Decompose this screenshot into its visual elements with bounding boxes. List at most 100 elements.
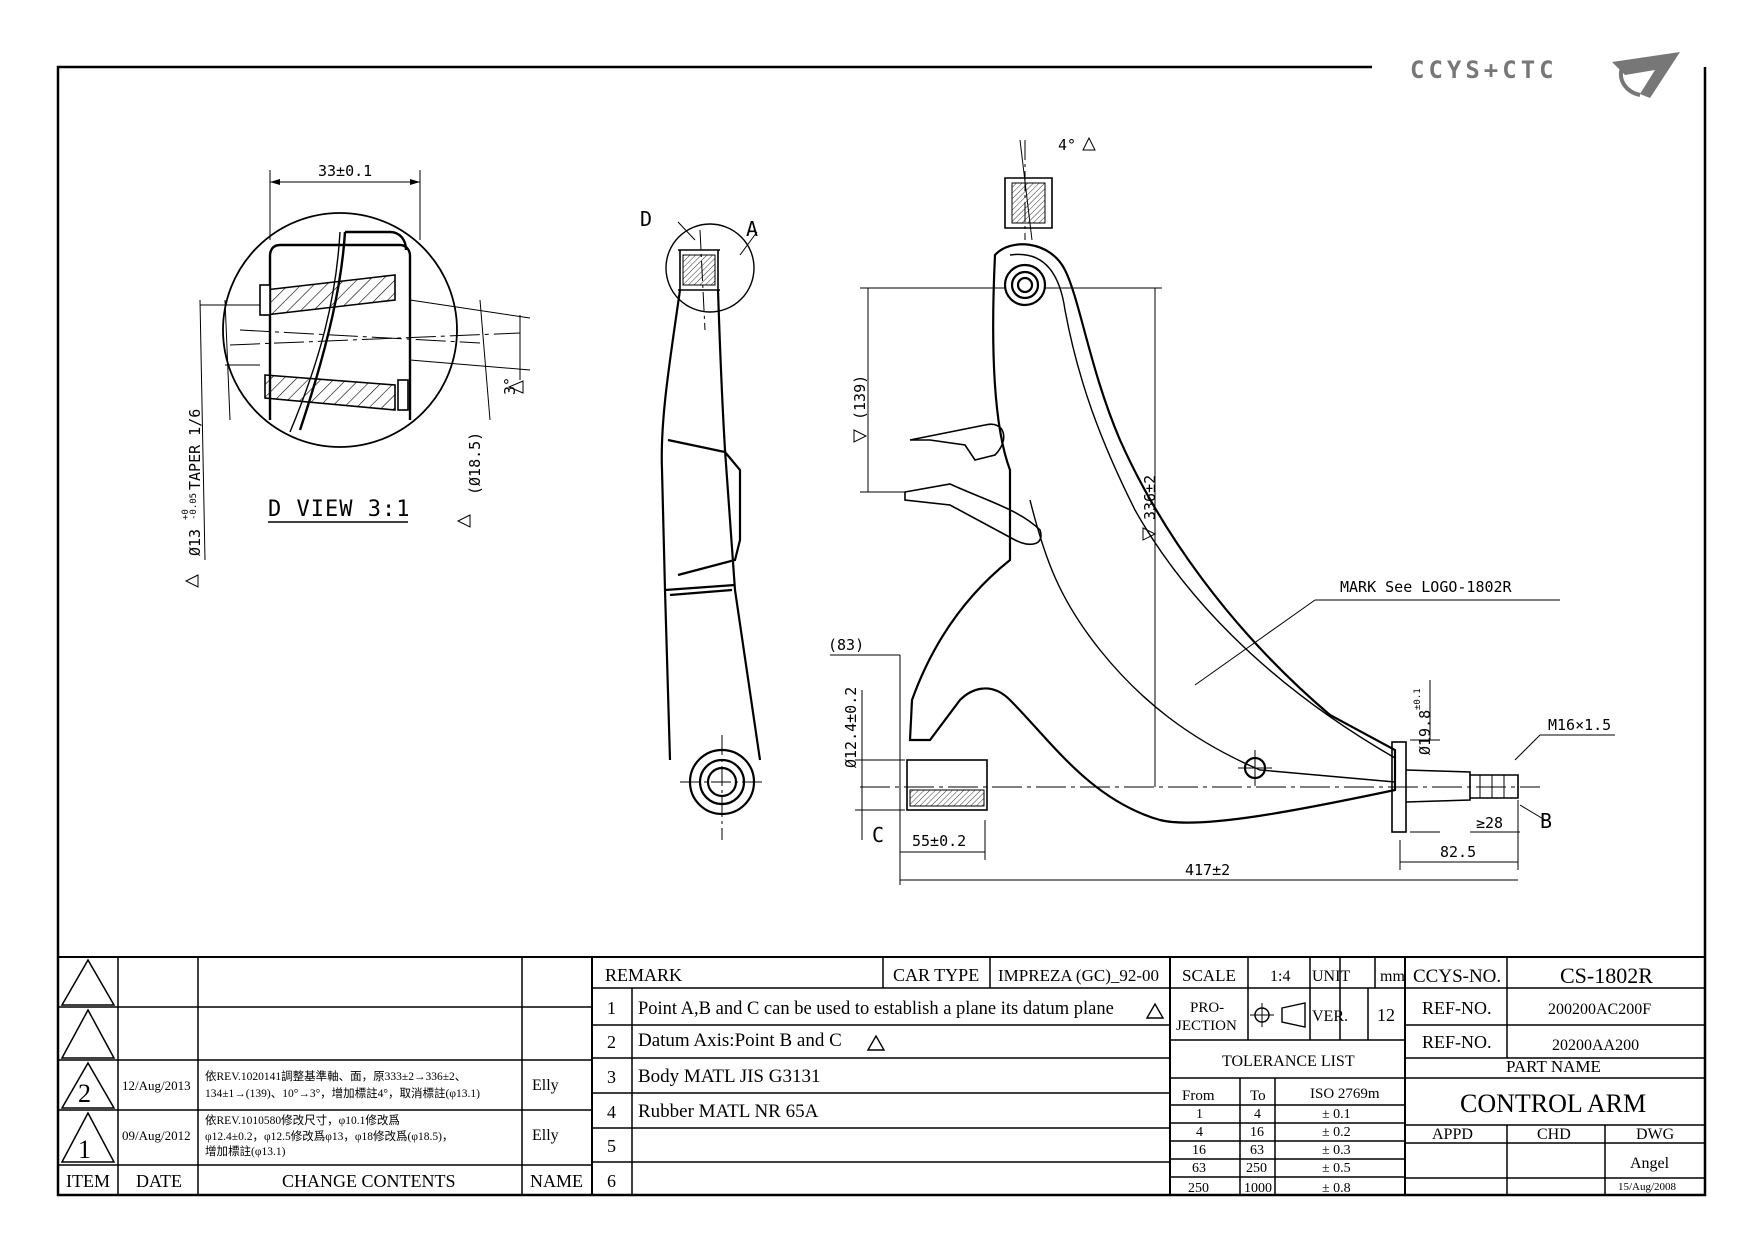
datum-triangle-icon bbox=[507, 380, 524, 394]
company-logo: CCYS+CTC bbox=[1410, 52, 1680, 98]
tol-to-4: 250 bbox=[1246, 1161, 1267, 1176]
rev-header-name: NAME bbox=[530, 1171, 583, 1191]
remark-no-2: 2 bbox=[607, 1032, 616, 1052]
tol-from-2: 4 bbox=[1196, 1125, 1203, 1140]
dim-taper-tol-lower: -0.05 bbox=[189, 493, 199, 520]
main-dimensions: 4° (139) 336±2 MARK See LOGO-1802R (83) … bbox=[828, 136, 1611, 879]
dim-taper-dia: Ø13 bbox=[186, 529, 204, 556]
dim-dia-18-5: (Ø18.5) bbox=[466, 432, 484, 495]
rev-header-date: DATE bbox=[136, 1171, 182, 1191]
datum-triangle-icon bbox=[184, 574, 199, 588]
datum-triangle-icon bbox=[1142, 527, 1157, 541]
datum-triangle-icon bbox=[866, 1034, 886, 1051]
car-type-value: IMPREZA (GC)_92-00 bbox=[998, 966, 1159, 985]
chd-label: CHD bbox=[1537, 1126, 1571, 1143]
detail-view-title: D VIEW 3:1 bbox=[268, 497, 410, 522]
tol-to-5: 1000 bbox=[1244, 1181, 1272, 1196]
unit-value: mm bbox=[1380, 968, 1405, 985]
rev-content-1-l3: 增加標註(φ13.1) bbox=[205, 1144, 286, 1158]
dim-33: 33±0.1 bbox=[318, 162, 372, 180]
label-d: D bbox=[640, 207, 652, 231]
rev-content-2-l2: 134±1→(139)、10°→3°，增加標註4°，取消標註(φ13.1) bbox=[205, 1086, 480, 1100]
datum-triangle-icon bbox=[1082, 136, 1096, 151]
projection-l1: PRO- bbox=[1190, 1000, 1224, 1016]
dim-taper-tol-upper: +0 bbox=[181, 509, 191, 520]
ccys-no: CS-1802R bbox=[1560, 963, 1653, 988]
side-view bbox=[660, 221, 765, 840]
datum-triangle-icon bbox=[456, 514, 471, 528]
dim-taper-text: TAPER 1/6 bbox=[186, 409, 204, 490]
ref2-value: 20200AA200 bbox=[1552, 1037, 1639, 1054]
unit-label: UNIT bbox=[1312, 968, 1350, 985]
dwg-label: DWG bbox=[1636, 1126, 1675, 1143]
rev-header-item: ITEM bbox=[66, 1171, 110, 1191]
ver-value: 12 bbox=[1377, 1005, 1395, 1025]
tol-from-5: 250 bbox=[1188, 1181, 1209, 1196]
sheet-border bbox=[56, 65, 1707, 1197]
remark-text-3: Body MATL JIS G3131 bbox=[638, 1066, 820, 1087]
dim-thread: M16×1.5 bbox=[1548, 716, 1611, 734]
projection-symbol-icon bbox=[1250, 1002, 1306, 1028]
mark-note: MARK See LOGO-1802R bbox=[1340, 578, 1513, 596]
remark-text-2: Datum Axis:Point B and C bbox=[638, 1030, 842, 1051]
part-name: CONTROL ARM bbox=[1460, 1089, 1646, 1118]
part-name-label: PART NAME bbox=[1506, 1057, 1601, 1076]
tol-to-2: 16 bbox=[1250, 1125, 1264, 1140]
car-type-label: CAR TYPE bbox=[893, 965, 979, 985]
scale-value: 1:4 bbox=[1270, 968, 1290, 985]
rev-item-1: 1 bbox=[78, 1135, 91, 1164]
ref1-value: 200200AC200F bbox=[1548, 1001, 1651, 1018]
dim-55: 55±0.2 bbox=[912, 832, 966, 850]
rev-content-2-l1: 依REV.1020141調整基準軸、面，原333±2→336±2、 bbox=[205, 1069, 466, 1083]
ver-label: VER. bbox=[1312, 1008, 1348, 1025]
tol-val-3: ± 0.3 bbox=[1322, 1143, 1351, 1158]
rev-item-2: 2 bbox=[78, 1079, 91, 1108]
tol-val-4: ± 0.5 bbox=[1322, 1161, 1351, 1176]
title-block-lines bbox=[58, 956, 1705, 1195]
remark-no-6: 6 bbox=[607, 1171, 616, 1191]
spec-block: SCALE 1:4 UNIT mm PRO- JECTION VER. 12 T… bbox=[1176, 966, 1405, 1196]
dim-336: 336±2 bbox=[1141, 475, 1159, 520]
dim-3-deg: 3° bbox=[501, 377, 519, 395]
remark-no-1: 1 bbox=[607, 998, 616, 1018]
appd-label: APPD bbox=[1432, 1126, 1473, 1143]
scale-label: SCALE bbox=[1182, 966, 1236, 985]
projection-l2: JECTION bbox=[1176, 1018, 1237, 1034]
rev-content-1-l2: φ12.4±0.2，φ12.5修改爲φ13，φ18修改爲(φ18.5)， bbox=[205, 1129, 453, 1143]
title-block: CCYS-NO. CS-1802R REF-NO. 200200AC200F R… bbox=[1413, 963, 1677, 1193]
ref2-label: REF-NO. bbox=[1422, 1032, 1492, 1052]
remark-no-3: 3 bbox=[607, 1067, 616, 1087]
tol-val-5: ± 0.8 bbox=[1322, 1181, 1351, 1196]
tolerance-title: TOLERANCE LIST bbox=[1222, 1053, 1355, 1070]
dim-83: (83) bbox=[828, 636, 864, 654]
main-view bbox=[830, 139, 1615, 885]
drawer-name: Angel bbox=[1630, 1155, 1670, 1172]
drawing-date: 15/Aug/2008 bbox=[1618, 1181, 1677, 1193]
tol-header-to: To bbox=[1250, 1088, 1266, 1104]
rev-date-2: 12/Aug/2013 bbox=[122, 1078, 191, 1093]
label-a: A bbox=[746, 217, 758, 241]
label-c: C bbox=[872, 823, 884, 847]
ref1-label: REF-NO. bbox=[1422, 998, 1492, 1018]
remark-header: REMARK bbox=[605, 965, 682, 985]
tol-val-1: ± 0.1 bbox=[1322, 1107, 1351, 1122]
dim-417: 417±2 bbox=[1185, 861, 1230, 879]
dim-28: ≥28 bbox=[1476, 814, 1503, 832]
tol-to-1: 4 bbox=[1254, 1107, 1261, 1122]
rev-name-2: Elly bbox=[532, 1077, 559, 1094]
dim-dia-19-8-tol: ±0.1 bbox=[1413, 688, 1423, 710]
logo-mark-icon bbox=[1612, 52, 1680, 98]
tol-to-3: 63 bbox=[1250, 1143, 1264, 1158]
tol-from-1: 1 bbox=[1196, 1107, 1203, 1122]
dim-82-5: 82.5 bbox=[1440, 843, 1476, 861]
dim-angle-top: 4° bbox=[1058, 136, 1076, 154]
datum-triangle-icon bbox=[1145, 1002, 1165, 1019]
remark-no-5: 5 bbox=[607, 1136, 616, 1156]
tol-from-4: 63 bbox=[1192, 1161, 1206, 1176]
remark-text-1: Point A,B and C can be used to establish… bbox=[638, 999, 1114, 1019]
ccys-label: CCYS-NO. bbox=[1413, 966, 1501, 987]
detail-dimensions: 33±0.1 3° (Ø18.5) Ø13 +0 -0.05 TAPER 1/6… bbox=[181, 162, 524, 588]
logo-text: CCYS+CTC bbox=[1410, 56, 1558, 84]
label-b: B bbox=[1540, 809, 1552, 833]
